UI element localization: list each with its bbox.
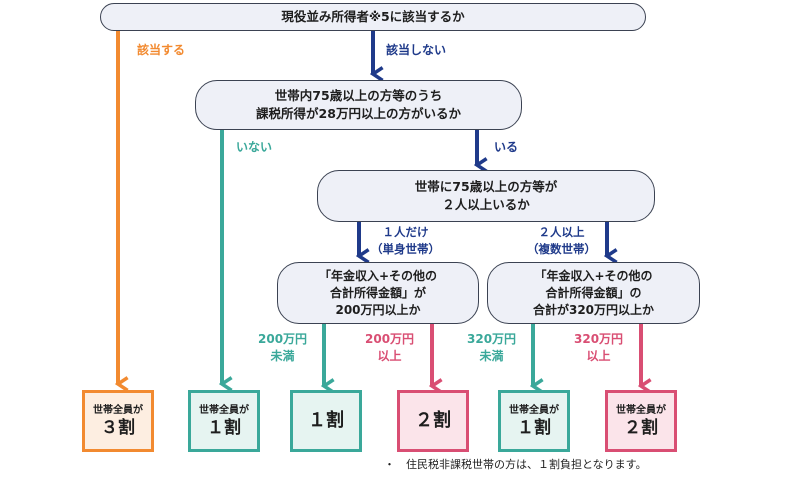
result-box-4: ２割 — [397, 390, 469, 452]
result-box-5: 世帯全員が １割 — [498, 390, 570, 452]
result-box-1: 世帯全員が ３割 — [82, 390, 154, 452]
label-q3-two: ２人以上 （複数世帯） — [527, 225, 596, 256]
label-q1-yes: 該当する — [137, 43, 186, 57]
label-q3-one: １人だけ （単身世帯） — [371, 225, 440, 256]
node-q5: 「年金収入+その他の 合計所得金額」の 合計が320万円以上か — [487, 262, 700, 324]
node-q2: 世帯内75歳以上の方等のうち 課税所得が28万円以上の方がいるか — [195, 80, 522, 130]
result-1-value: ３割 — [101, 417, 135, 438]
result-box-3: １割 — [290, 390, 362, 452]
footnote: ・ 住民税非課税世帯の方は、１割負担となります。 — [384, 458, 647, 471]
label-q2-no: いない — [236, 140, 273, 154]
result-box-6: 世帯全員が ２割 — [605, 390, 677, 452]
label-q4-under: 200万円 未満 — [258, 332, 308, 363]
label-q5-over: 320万円 以上 — [574, 332, 624, 363]
label-q4-over: 200万円 以上 — [365, 332, 415, 363]
result-box-2: 世帯全員が １割 — [188, 390, 260, 452]
result-6-caption: 世帯全員が — [616, 404, 666, 416]
result-3-value: １割 — [308, 410, 344, 431]
result-5-caption: 世帯全員が — [509, 404, 559, 416]
result-5-value: １割 — [517, 417, 551, 438]
result-2-caption: 世帯全員が — [199, 404, 249, 416]
label-q2-yes: いる — [494, 140, 519, 154]
node-q1: 現役並み所得者※5に該当するか — [100, 3, 646, 31]
node-q4: 「年金収入+その他の 合計所得金額」が 200万円以上か — [277, 262, 479, 324]
result-2-value: １割 — [207, 417, 241, 438]
label-q5-under: 320万円 未満 — [467, 332, 517, 363]
result-6-value: ２割 — [624, 417, 658, 438]
result-1-caption: 世帯全員が — [93, 404, 143, 416]
node-q3: 世帯に75歳以上の方等が ２人以上いるか — [317, 170, 655, 222]
result-4-value: ２割 — [415, 410, 451, 431]
label-q1-no: 該当しない — [386, 43, 447, 57]
